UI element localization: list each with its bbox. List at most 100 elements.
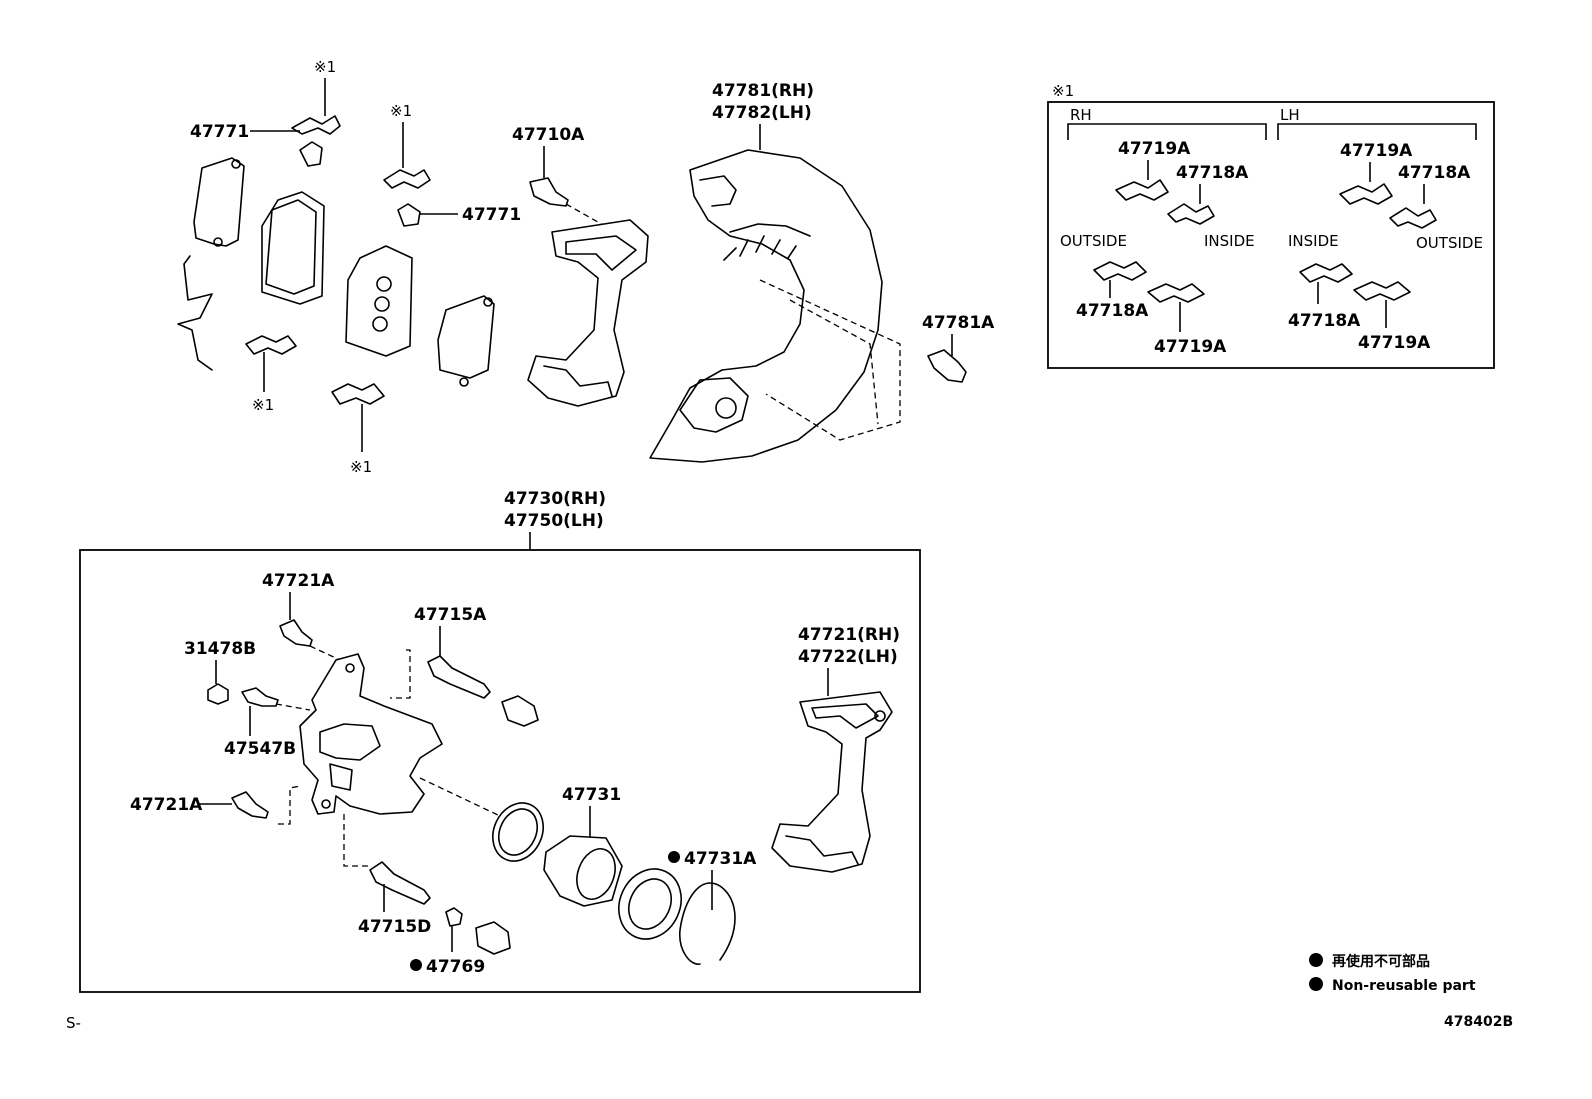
dust-cover-bolt [927,349,967,383]
anti-squeal-shim [383,169,431,189]
pad-wear-indicator [299,141,323,167]
label-31478B: 31478B [184,639,256,659]
dust-cover-tab [699,175,737,207]
anti-squeal-shim [245,335,297,355]
lh-shim-lower-b [1353,281,1411,301]
dust-cover-hole [715,397,737,419]
dust-cover-boss [679,377,749,433]
mounting-slot [565,235,637,271]
legend-dot [1309,953,1323,967]
lh-47719A-bottom: 47719A [1358,333,1431,353]
caliper-mounting-bolt [529,177,569,207]
label-47731: 47731 [562,785,621,805]
inset-rh-header: RH [1070,106,1092,124]
disc-brake-mounting [527,219,649,407]
assembly-line [343,814,372,867]
dust-cover-rib [729,223,811,237]
caliper-port [319,723,381,761]
lh-shim-lower-a [1299,263,1353,283]
lh-shim-inside [1389,207,1437,229]
lh-shim-outside [1339,183,1393,205]
non-reusable-dot [410,959,422,971]
label-47722-lh: 47722(LH) [798,647,898,667]
caliper-assembly-group: 47730(RH) 47750(LH) 47721A 31478B 47547B… [79,489,921,993]
pad-hole [372,316,388,332]
brake-pad-inner [345,245,413,357]
anti-squeal-shim [291,115,341,135]
label-47782-lh: 47782(LH) [712,103,812,123]
piston [543,835,623,907]
lh-bracket [1277,123,1477,140]
shim-kit-inset: ※1 RH LH 47719A 47718A OUTSIDE INSIDE 47… [1047,82,1495,369]
footer-left-code: S- [66,1014,81,1032]
pad-wear-indicator [397,203,421,227]
pad-shim-outer [193,157,245,247]
rh-side-outside: OUTSIDE [1060,232,1127,250]
label-47715D: 47715D [358,917,431,937]
ref-mark-mid: ※1 [390,102,412,120]
label-47715A: 47715A [414,605,487,625]
lh-47719A-top: 47719A [1340,141,1413,161]
label-47721-rh: 47721(RH) [798,625,900,645]
slide-pin-upper [427,655,491,699]
rh-shim-outside [1115,179,1169,201]
disc-brake-cylinder-mounting [771,691,893,873]
lh-47718A-top: 47718A [1398,163,1471,183]
caliper-port [329,763,353,791]
dust-cover-group: 47781(RH) 47782(LH) 47781A [649,81,995,463]
piston-seal [492,802,544,862]
assembly-line [275,703,311,711]
assembly-line [390,649,411,699]
bush [445,907,463,927]
label-47731A: 47731A [684,849,757,869]
mounting-group-top: 47710A [512,125,649,407]
pad-hole [374,296,390,312]
label-47721A-lower: 47721A [130,795,203,815]
set-ring [679,882,736,965]
brake-pad-lining [265,199,317,295]
ref-mark-top: ※1 [314,58,336,76]
brake-pad-outer [261,191,325,305]
rh-47718A-top: 47718A [1176,163,1249,183]
caliper-hole [321,799,331,809]
pad-support-spring [177,255,213,371]
rh-47719A-top: 47719A [1118,139,1191,159]
assembly-line [278,785,301,825]
pad-shim-group: ※1 47771 ※1 47771 ※1 [177,58,521,476]
slide-pin-lower [369,861,431,905]
label-47781-rh: 47781(RH) [712,81,814,101]
label-47771-right: 47771 [462,205,521,225]
label-47750-lh: 47750(LH) [504,511,604,531]
rh-47718A-bottom: 47718A [1076,301,1149,321]
label-47781A: 47781A [922,313,995,333]
mounting-slot [785,835,859,865]
rh-side-inside: INSIDE [1204,232,1255,250]
inset-marker: ※1 [1052,82,1074,100]
label-47721A-upper: 47721A [262,571,335,591]
mounting-hole [874,710,886,722]
lh-47718A-bottom: 47718A [1288,311,1361,331]
slide-bushing-boot-upper [501,695,539,727]
rh-shim-lower-a [1093,261,1147,281]
caliper-cylinder-body [299,653,443,815]
label-47710A: 47710A [512,125,585,145]
cylinder-boot-inner [628,878,672,930]
legend-dot [1309,977,1323,991]
legend: 再使用不可部品 Non-reusable part [1309,953,1476,994]
pad-hole [376,276,392,292]
bleeder-plug-cap [207,683,229,705]
rh-shim-inside [1167,203,1215,225]
rh-shim-lower-b [1147,283,1205,303]
disc-brake-dust-cover [649,149,883,463]
assembly-line [419,777,501,817]
label-47771-left: 47771 [190,122,249,142]
inset-frame [1047,101,1495,369]
figure-code: 478402B [1444,1014,1513,1030]
caliper-assy-frame [79,549,921,993]
ref-mark-lower-left: ※1 [252,396,274,414]
assembly-line [309,645,341,661]
mounting-slot [811,703,879,729]
pad-shim-inner [437,295,495,379]
legend-english: Non-reusable part [1332,978,1476,994]
